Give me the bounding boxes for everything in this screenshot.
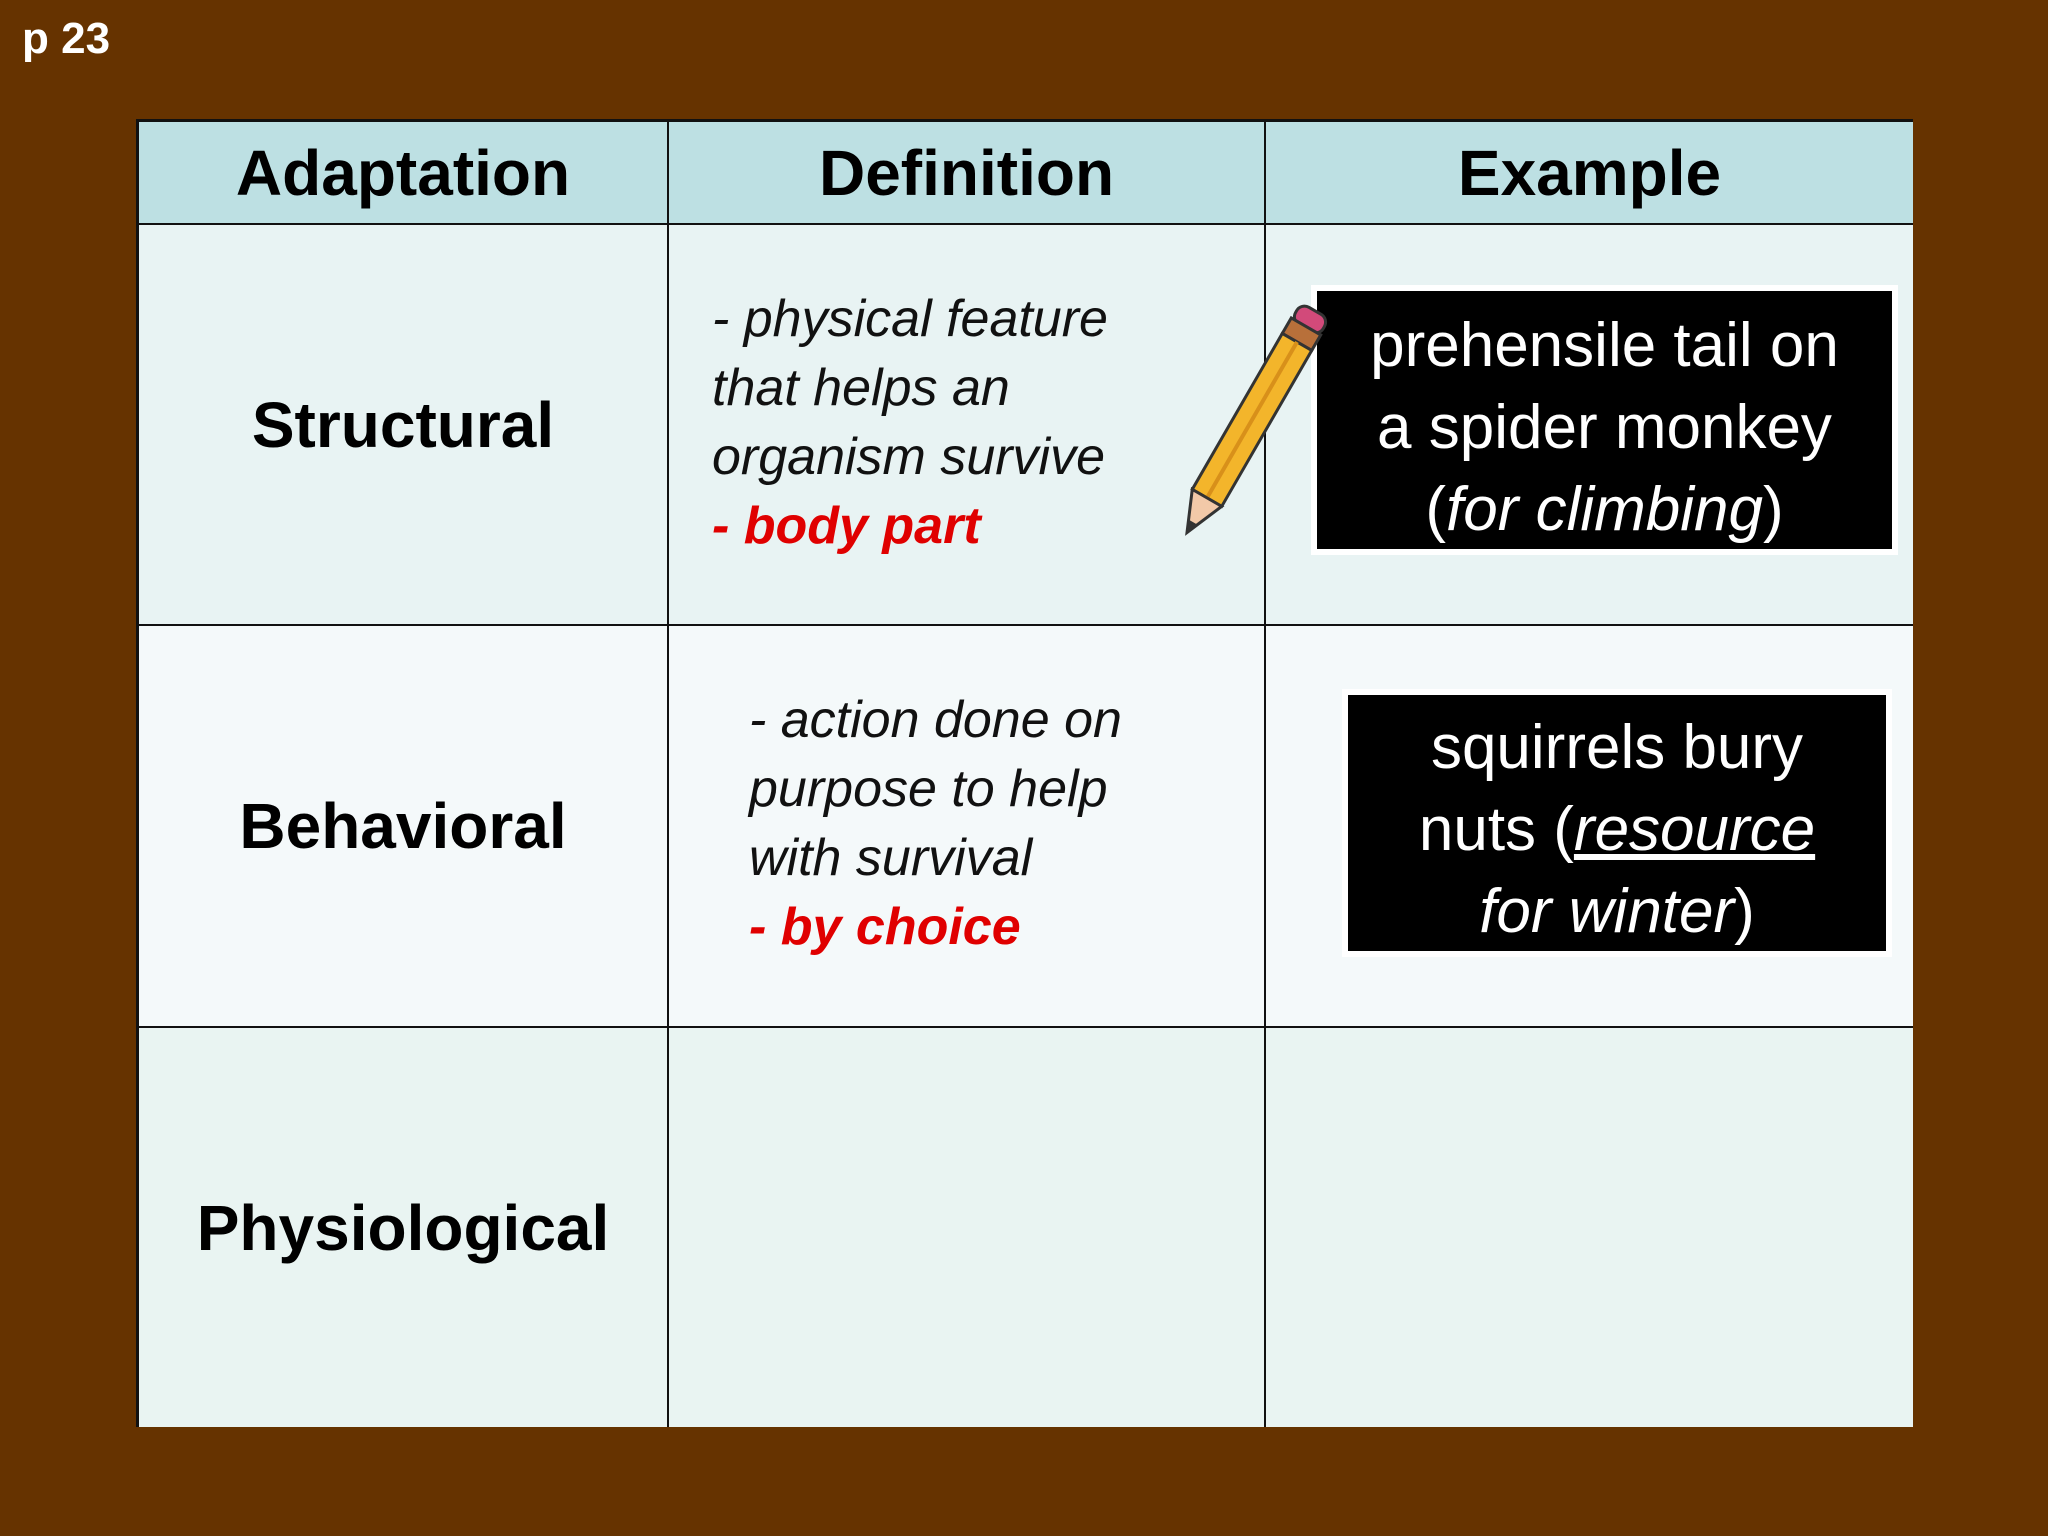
definition-line: with survival	[749, 829, 1033, 887]
example-physiological	[1266, 1028, 1913, 1427]
definition-line: - physical feature	[712, 290, 1108, 348]
definition-key: - body part	[712, 497, 981, 555]
example-line: prehensile tail on	[1370, 311, 1839, 380]
definition-physiological	[669, 1028, 1266, 1427]
definition-structural: - physical feature that helps an organis…	[669, 225, 1266, 626]
example-line: a spider monkey	[1377, 393, 1832, 462]
row-label-structural: Structural	[139, 225, 669, 626]
definition-key: - by choice	[749, 898, 1021, 956]
example-line: nuts (resource	[1418, 795, 1816, 864]
definition-line: that helps an	[712, 359, 1010, 417]
example-line: (for climbing)	[1425, 475, 1784, 544]
definition-line: purpose to help	[749, 760, 1108, 818]
example-box-structural: prehensile tail on a spider monkey (for …	[1311, 285, 1898, 555]
pencil-icon	[1185, 304, 1328, 536]
definition-line: - action done on	[749, 691, 1122, 749]
example-line: for winter)	[1479, 877, 1755, 946]
page-number: p 23	[22, 14, 111, 63]
header-definition: Definition	[669, 122, 1266, 225]
definition-behavioral: - action done on purpose to help with su…	[669, 626, 1266, 1028]
example-box-behavioral: squirrels bury nuts (resource for winter…	[1342, 689, 1892, 957]
row-label-physiological: Physiological	[139, 1028, 669, 1427]
example-line: squirrels bury	[1430, 713, 1804, 782]
definition-line: organism survive	[712, 428, 1106, 486]
header-adaptation: Adaptation	[139, 122, 669, 225]
header-example: Example	[1266, 122, 1913, 225]
row-label-behavioral: Behavioral	[139, 626, 669, 1028]
